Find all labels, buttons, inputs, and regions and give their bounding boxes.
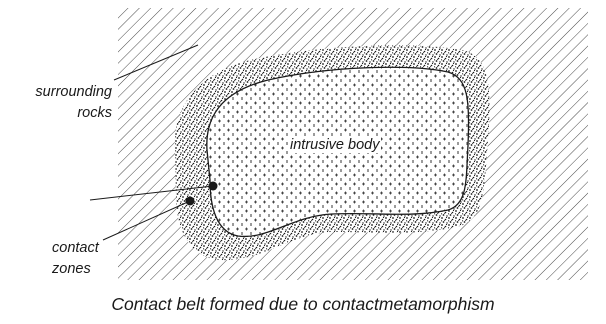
surrounding-rocks-label: surrounding rocks — [6, 82, 112, 124]
contact-zone-marker-upper — [209, 182, 218, 191]
contact-zones-label-line2: zones — [52, 259, 122, 280]
surrounding-rocks-label-line2: rocks — [6, 103, 112, 124]
figure-caption: Contact belt formed due to contactmetamo… — [0, 294, 606, 315]
intrusive-body-label: intrusive body — [288, 137, 381, 153]
contact-zones-label-line1: contact — [52, 238, 122, 259]
contact-zones-label: contact zones — [52, 238, 122, 280]
surrounding-rocks-label-line1: surrounding — [6, 82, 112, 103]
contact-zone-marker-lower — [186, 197, 195, 206]
